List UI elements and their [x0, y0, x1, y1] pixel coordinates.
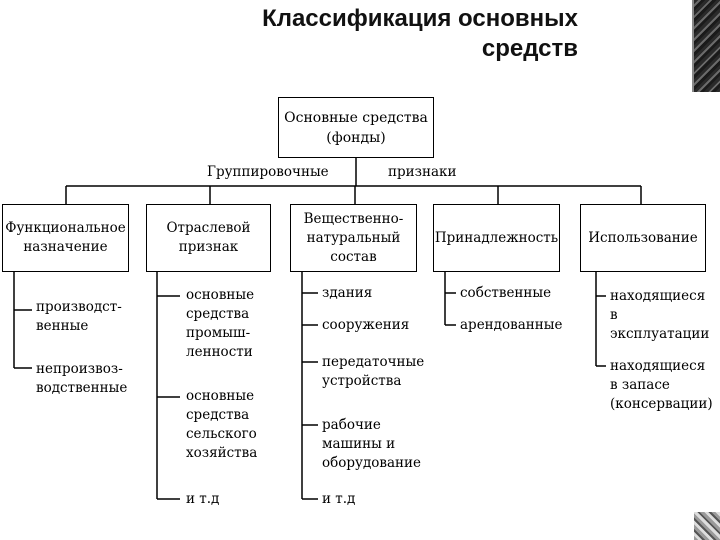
item-in-operation: находящиеся в эксплуатации [610, 288, 710, 342]
decorative-strip-bottom [694, 512, 720, 540]
item-agricultural-assets: основные средства сельского хозяйства [186, 388, 258, 461]
item-structures: сооружения [322, 317, 410, 333]
grouping-label-left: Группировочные [207, 163, 329, 182]
item-etc-material: и т.д [322, 491, 356, 507]
item-production: производст- венные [36, 299, 122, 334]
category-usage: Использование [580, 204, 706, 272]
item-in-reserve: находящиеся в запасе (консервации) [610, 358, 713, 412]
category-functional-purpose: Функциональное назначение [2, 204, 129, 272]
grouping-label-right: признаки [388, 163, 457, 182]
item-etc-industry: и т.д [186, 491, 220, 507]
item-industrial-assets: основные средства промыш- ленности [186, 287, 255, 360]
decorative-strip-top [692, 0, 720, 92]
category-material-composition: Вещественно- натуральный состав [290, 204, 417, 272]
item-transmission-devices: передаточные устройства [322, 354, 425, 389]
category-ownership: Принадлежность [433, 204, 560, 272]
item-owned: собственные [460, 285, 552, 301]
item-non-production: непроизвоз- водственные [36, 361, 128, 396]
category-industry: Отраслевой признак [146, 204, 271, 272]
item-buildings: здания [322, 285, 373, 301]
root-node: Основные средства (фонды) [278, 97, 434, 158]
item-machinery: рабочие машины и оборудование [322, 417, 422, 471]
item-leased: арендованные [460, 317, 563, 333]
slide-title: Классификация основных средств [262, 5, 578, 62]
